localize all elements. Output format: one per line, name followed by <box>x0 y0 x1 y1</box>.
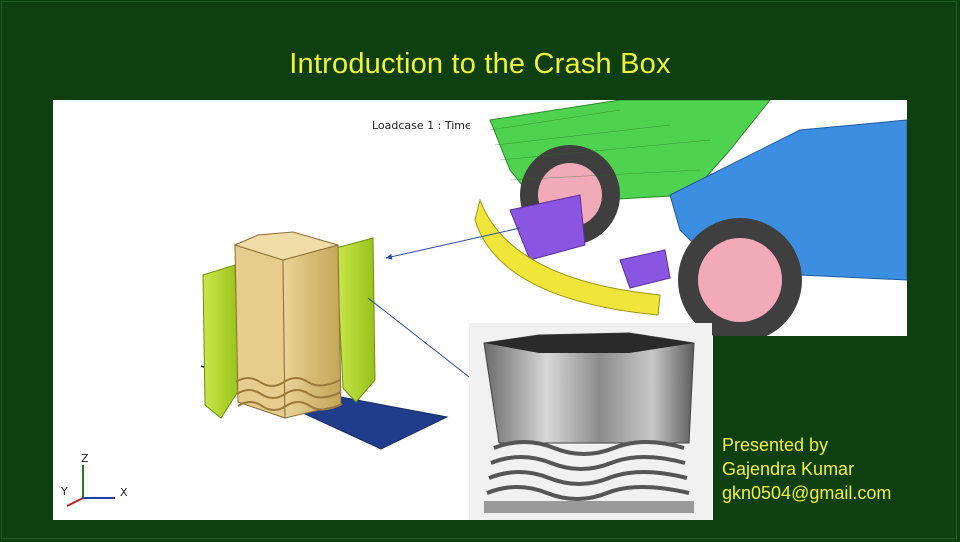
crash-box-front-right <box>282 244 342 419</box>
crash-box-top <box>233 231 340 261</box>
loadcase-label: Loadcase 1 : Time = <box>372 119 485 132</box>
right-flange <box>335 237 376 403</box>
wheel-right-hub <box>698 238 782 322</box>
crash-box-simulation: Z Y X Y <box>60 231 493 507</box>
crushed-box-photo <box>469 323 712 520</box>
left-flange <box>202 264 240 419</box>
crash-box-wrinkles <box>235 377 343 411</box>
slide-title: Introduction to the Crash Box <box>289 48 671 80</box>
presenter-email: gkn0504@gmail.com <box>722 483 892 503</box>
presenter-label: Presented by <box>722 435 829 455</box>
photo-base <box>484 501 694 513</box>
presenter-name: Gajendra Kumar <box>722 459 855 479</box>
chassis-mesh-image <box>470 100 907 336</box>
rail-purple <box>509 194 586 261</box>
axis-y-label: Y <box>60 485 68 498</box>
presenter-info: Presented by Gajendra Kumar gkn0504@gmai… <box>722 433 891 505</box>
axis-x-label: X <box>120 486 128 499</box>
photo-wrinkles <box>486 440 690 501</box>
mesh-lines <box>489 109 711 181</box>
axis-triad: Z Y X <box>60 452 128 507</box>
axis-z-label: Z <box>81 452 89 465</box>
rail-purple-lower <box>619 249 671 289</box>
photo-box-top <box>484 333 694 353</box>
